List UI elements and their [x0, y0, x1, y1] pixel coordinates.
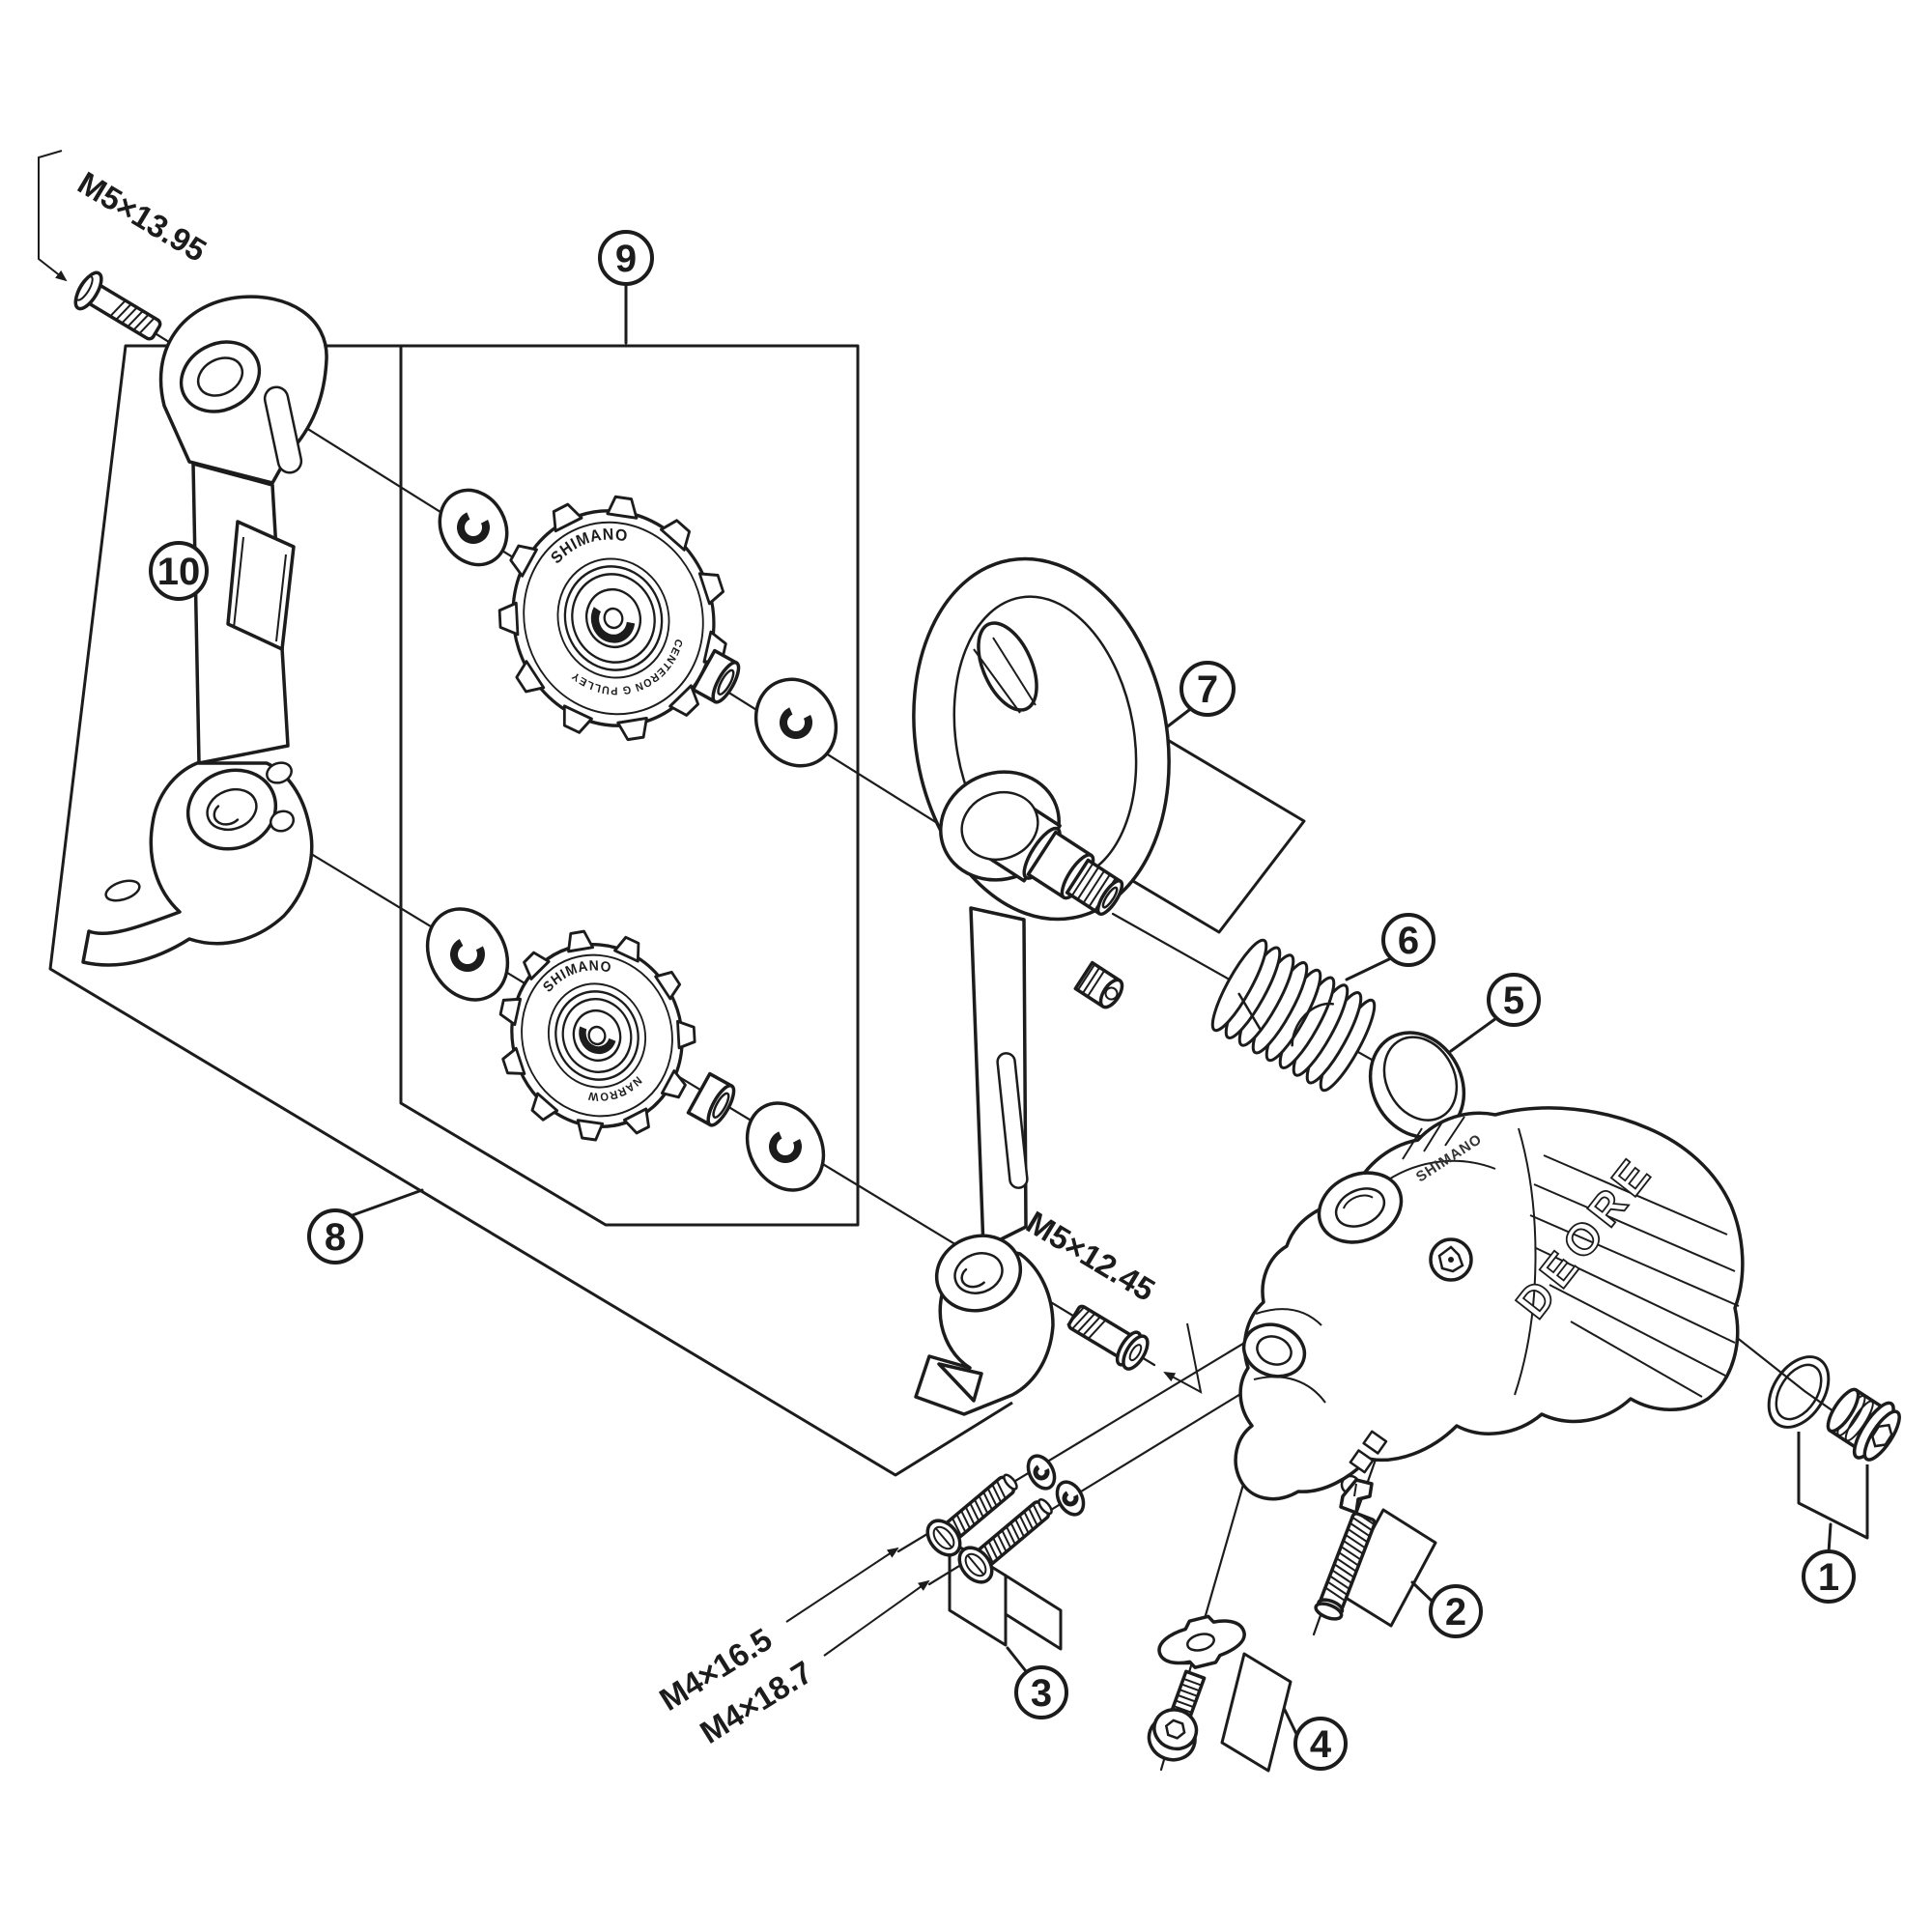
arrow-m4x187 [823, 1579, 930, 1657]
callout-6: 6 [1381, 913, 1435, 967]
link-screw-short [925, 1473, 1018, 1557]
callout-10: 10 [149, 541, 209, 601]
callout-2: 2 [1429, 1584, 1483, 1638]
cable-fixing-bolt [1147, 1669, 1207, 1762]
body-upper-pivot-ring [1317, 1171, 1404, 1244]
pulley-bolt [1073, 960, 1124, 1009]
callout-1-number: 1 [1818, 1556, 1839, 1599]
bushing-lower [686, 1071, 736, 1127]
callout-1: 1 [1802, 1549, 1856, 1604]
body-cover-ridges [1386, 1116, 1740, 1398]
bushing-upper [691, 648, 741, 704]
cable-fixing-plate [1157, 1614, 1246, 1669]
body-torx-bolt [1429, 1237, 1473, 1282]
mount-bolt [1826, 1387, 1901, 1462]
group-box-4 [1220, 1652, 1293, 1773]
callout-8: 8 [307, 1208, 363, 1264]
bracket-m5x1395 [38, 150, 68, 282]
adjuster-screw [1314, 1511, 1377, 1621]
pulley-lower: SHIMANO NARROW [498, 929, 696, 1142]
callout-9: 9 [598, 230, 654, 286]
washer-upper-right [753, 677, 838, 768]
tension-spring-hook [1237, 992, 1335, 1047]
pulley-upper: SHIMANO CENTERON G PULLEY [497, 495, 727, 742]
link-washer-a [1026, 1454, 1057, 1491]
group-box-3b [1004, 1574, 1063, 1651]
seal-ring [1368, 1031, 1466, 1139]
label-upper-pivot-bolt: M5×13.95 [71, 164, 213, 269]
callout-10-number: 10 [157, 551, 201, 593]
washer-upper-left [438, 488, 509, 567]
tension-spring [1210, 938, 1377, 1093]
bracket-m5x1245 [1163, 1322, 1203, 1394]
adjuster-clip [1339, 1478, 1374, 1515]
washer-lower-right [745, 1101, 826, 1192]
upper-pivot-bolt [73, 270, 162, 341]
callout-5: 5 [1487, 973, 1541, 1027]
callout-4-number: 4 [1310, 1723, 1332, 1766]
callouts: 1 2 3 4 5 6 7 8 [149, 230, 1856, 1771]
callout-7: 7 [1179, 661, 1236, 717]
plate-slot [263, 385, 303, 474]
body-lower-ring [1241, 1322, 1307, 1378]
inner-cage-plate [81, 295, 328, 967]
callout-2-number: 2 [1445, 1591, 1466, 1634]
cage-stopper-bolt [1066, 1304, 1150, 1371]
outer-cage-plate [912, 556, 1171, 1416]
callout-3-number: 3 [1031, 1672, 1052, 1715]
callout-4: 4 [1293, 1717, 1348, 1771]
arrow-m4x165 [785, 1547, 899, 1623]
group-box-1 [1797, 1432, 1869, 1540]
callout-8-number: 8 [325, 1216, 346, 1259]
callout-7-number: 7 [1197, 668, 1218, 711]
callout-3: 3 [1014, 1665, 1068, 1719]
link-washer-b [1055, 1480, 1086, 1517]
mount-o-ring [1767, 1355, 1831, 1429]
callout-9-number: 9 [615, 238, 637, 280]
body-limit-screws [1349, 1430, 1388, 1474]
callout-6-number: 6 [1398, 920, 1419, 962]
callout-5-number: 5 [1503, 980, 1524, 1022]
derailleur-body: DEORE SHIMANO [1234, 1106, 1745, 1501]
plate-grip-patch [226, 520, 296, 651]
group-box-9 [399, 344, 860, 1227]
link-screw-long [957, 1497, 1053, 1584]
washer-lower-left [425, 907, 510, 1002]
